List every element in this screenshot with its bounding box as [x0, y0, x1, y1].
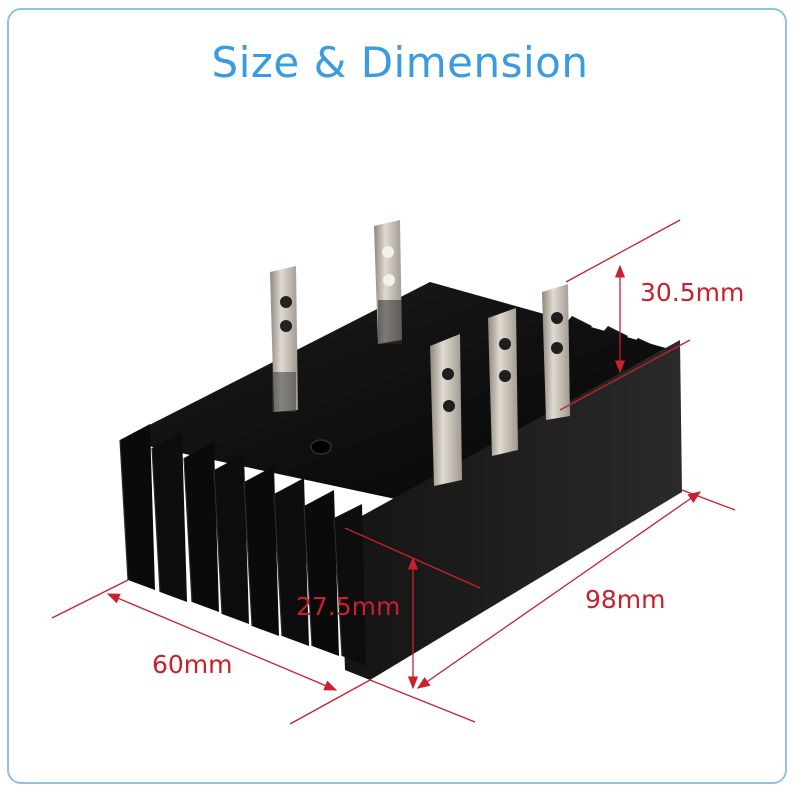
- dimension-label-terminal-height: 30.5mm: [640, 278, 745, 307]
- dim-60-extension-right: [289, 679, 371, 725]
- heatsink-top-face: [120, 282, 680, 500]
- terminal-2: [374, 220, 402, 344]
- mounting-hole: [310, 439, 332, 455]
- dim-60-arrow: [106, 593, 338, 691]
- dim-98-arrow: [416, 491, 702, 689]
- dim-30-5-extension-top: [565, 219, 681, 283]
- terminal-4: [488, 308, 518, 456]
- terminals: [270, 220, 570, 486]
- page-title: Size & Dimension: [211, 38, 589, 87]
- terminal-3: [430, 334, 462, 486]
- dim-30-5-extension-bottom: [559, 339, 691, 411]
- dim-60-extension-left: [51, 579, 129, 619]
- terminal-5: [542, 284, 570, 420]
- dimension-label-width: 60mm: [152, 650, 233, 679]
- dimension-lines: [51, 219, 736, 725]
- dimension-label-length: 98mm: [585, 585, 666, 614]
- dim-98-extension-front: [369, 679, 476, 723]
- terminal-1: [270, 266, 298, 412]
- dimension-label-body-height: 27.5mm: [296, 592, 401, 621]
- dim-98-extension-right: [681, 489, 736, 511]
